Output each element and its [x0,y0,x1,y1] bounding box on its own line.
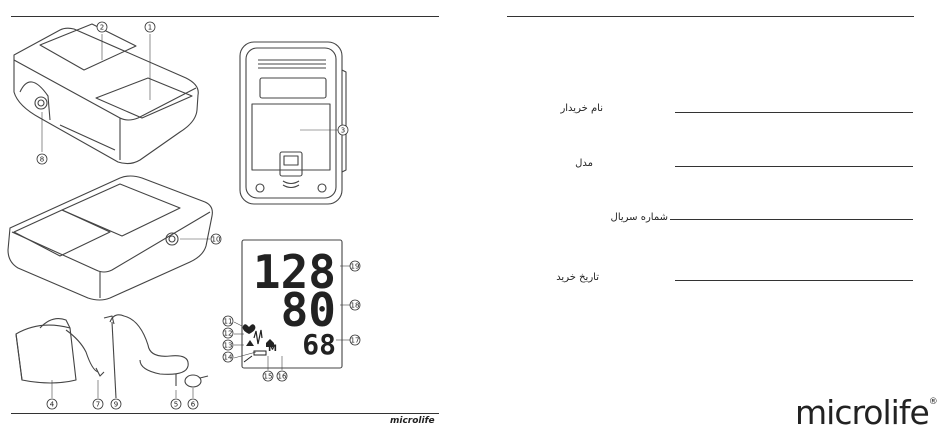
callout-17: 17 [350,335,360,345]
callout-number: 10 [212,236,221,244]
purchase-date-line[interactable] [675,280,913,281]
serial-number-line[interactable] [670,219,913,220]
registered-mark: ® [929,397,937,407]
callout-number: 5 [174,401,178,409]
pulse-reading: 68 [302,328,336,361]
pulse-wave-icon [254,330,262,344]
callout-15: 15 [263,371,273,381]
purchase-date-label: تاریخ خرید [479,272,599,283]
callout-2: 2 [97,22,107,32]
callout-number: 7 [96,401,100,409]
callout-5: 5 [171,399,181,409]
model-label: مدل [473,158,593,169]
brand-logo-large: microlife® [795,393,937,432]
callout-number: 12 [224,330,233,338]
callout-number: 2 [100,24,104,32]
callout-18: 18 [350,300,360,310]
callout-19: 19 [350,261,360,271]
battery-icon [254,351,266,355]
callout-11: 11 [223,316,233,326]
callout-8: 8 [37,154,47,164]
callout-3: 3 [338,125,348,135]
callout-number: 11 [224,318,233,326]
callout-16: 16 [277,371,287,381]
warranty-card-page: نام خریدار مدل شماره سریال تاریخ خرید mi… [475,0,950,433]
device-side-view-illustration [8,176,212,300]
callout-4: 4 [47,399,57,409]
callout-number: 9 [114,401,118,409]
lcd-digits: 128 80 68 M [243,245,336,362]
callout-number: 19 [351,263,360,271]
callout-13: 13 [223,340,233,350]
callout-number: 13 [224,342,233,350]
device-back-view-illustration [240,42,346,204]
callout-number: 8 [40,156,44,164]
buyer-name-line[interactable] [675,112,913,113]
callout-7: 7 [93,399,103,409]
buyer-name-label: نام خریدار [483,103,603,114]
serial-number-label: شماره سریال [548,212,668,223]
callout-number: 4 [50,401,55,409]
heart-icon [243,324,256,334]
callout-number: 15 [264,373,273,381]
callout-number: 3 [341,127,345,135]
callout-14: 14 [223,352,233,362]
callout-12: 12 [223,328,233,338]
callout-number: 18 [351,302,360,310]
brand-logo-small: microlife [390,416,435,426]
callout-number: 14 [224,354,233,362]
callout-number: 16 [278,373,287,381]
callout-10: 10 [211,234,221,244]
callout-number: 1 [148,24,152,32]
device-illustrations: 128 80 68 M 1234567891011121314151617181… [0,0,450,433]
callout-6: 6 [188,399,198,409]
callout-number: 6 [191,401,196,409]
top-rule-right [507,16,914,17]
callout-9: 9 [111,399,121,409]
cuff-illustration [16,319,104,383]
device-top-view-illustration [14,24,198,164]
arrhythmia-triangle-icon [246,340,254,346]
brand-logo-text: microlife [795,393,929,432]
cuff-check-icon [244,356,252,362]
callout-number: 17 [351,337,360,345]
tube-illustration [104,315,208,398]
house-icon [266,339,274,347]
model-line[interactable] [675,166,913,167]
callout-1: 1 [145,22,155,32]
